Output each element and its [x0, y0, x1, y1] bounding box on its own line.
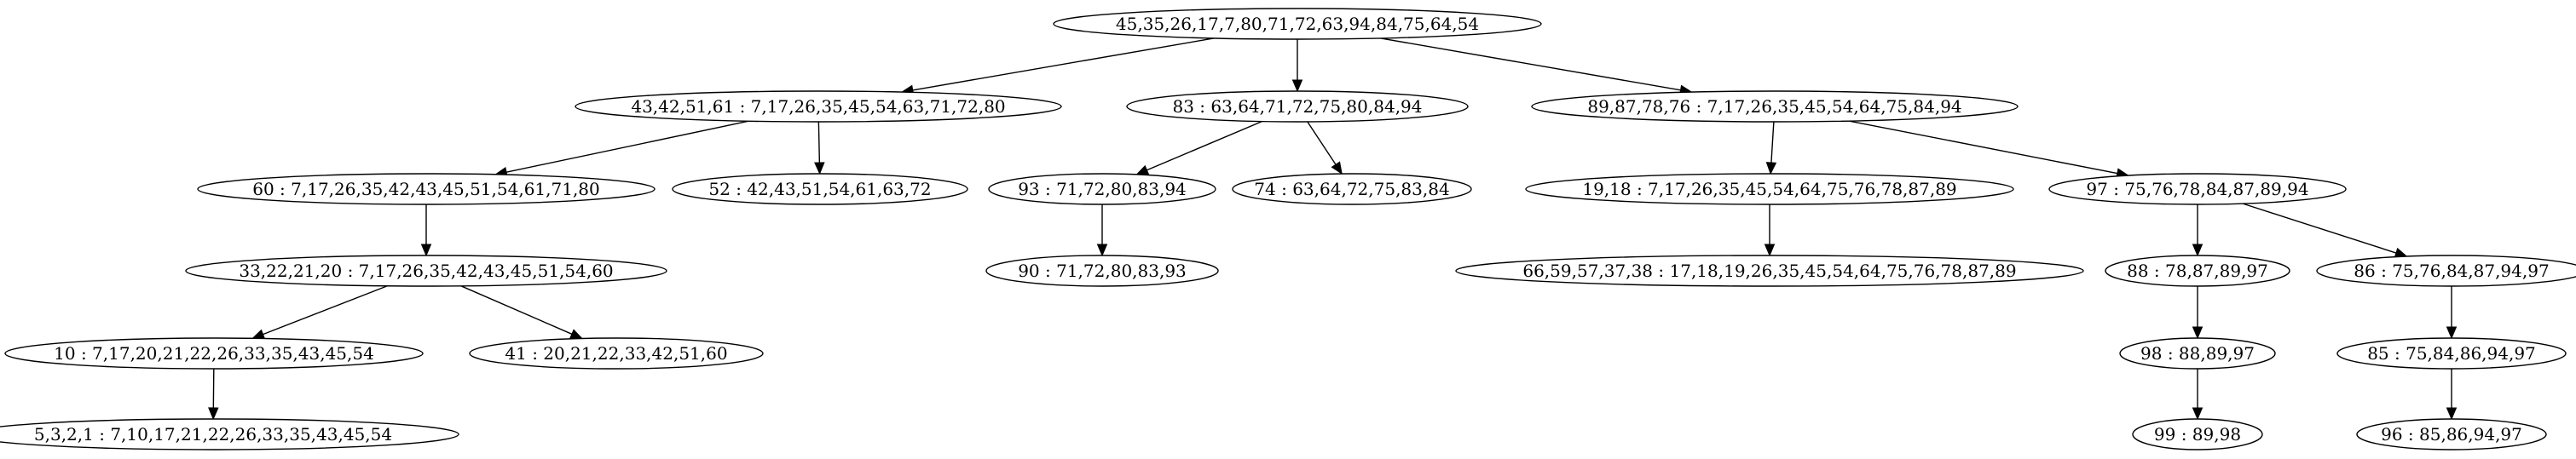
arrowhead-icon	[2192, 407, 2203, 421]
arrowhead-icon	[814, 162, 825, 175]
tree-node: 66,59,57,37,38 : 17,18,19,26,35,45,54,64…	[1455, 255, 2084, 287]
node-ellipse	[1455, 255, 2084, 287]
node-label: 99 : 89,98	[2154, 424, 2241, 445]
node-ellipse	[2132, 418, 2263, 450]
node-ellipse	[2105, 255, 2290, 287]
edge-n0-n1	[912, 37, 1215, 91]
node-ellipse	[985, 255, 1219, 287]
node-label: 19,18 : 7,17,26,35,45,54,64,75,76,78,87,…	[1582, 179, 1956, 199]
tree-node: 96 : 85,86,94,97	[2356, 418, 2547, 450]
edge-n10-n16	[460, 285, 573, 335]
nodes-layer: 45,35,26,17,7,80,71,72,63,94,84,75,64,54…	[0, 8, 2576, 450]
tree-node: 52 : 42,43,51,54,61,63,72	[672, 173, 968, 205]
tree-node: 19,18 : 7,17,26,35,45,54,64,75,76,78,87,…	[1525, 173, 2014, 205]
arrowhead-icon	[2446, 326, 2458, 340]
edge-n10-n15	[263, 285, 388, 336]
node-label: 98 : 88,89,97	[2140, 343, 2255, 364]
tree-node: 89,87,78,76 : 7,17,26,35,45,54,64,75,84,…	[1531, 90, 2019, 123]
edge-n9-n14	[2242, 203, 2397, 254]
node-ellipse	[185, 255, 667, 287]
node-label: 89,87,78,76 : 7,17,26,35,45,54,64,75,84,…	[1587, 96, 1961, 117]
tree-node: 99 : 89,98	[2132, 418, 2263, 450]
node-ellipse	[0, 418, 459, 450]
node-ellipse	[575, 90, 1062, 123]
tree-node: 74 : 63,64,72,75,83,84	[1232, 173, 1472, 205]
node-ellipse	[1525, 173, 2014, 205]
node-ellipse	[1053, 8, 1542, 40]
arrowhead-icon	[1291, 79, 1303, 93]
node-label: 83 : 63,64,71,72,75,80,84,94	[1173, 96, 1423, 117]
arrowhead-icon	[420, 244, 432, 257]
edge-n1-n5	[817, 121, 821, 164]
tree-node: 98 : 88,89,97	[2119, 337, 2276, 370]
node-ellipse	[672, 173, 968, 205]
arrowhead-icon	[1331, 161, 1343, 175]
node-ellipse	[2048, 173, 2347, 205]
arrowhead-icon	[1096, 244, 1108, 257]
arrowhead-icon	[1135, 164, 1150, 175]
node-label: 60 : 7,17,26,35,42,43,45,51,54,61,71,80	[252, 179, 600, 199]
arrowhead-icon	[251, 329, 266, 340]
node-ellipse	[1126, 90, 1469, 123]
node-ellipse	[2119, 337, 2276, 370]
node-label: 74 : 63,64,72,75,83,84	[1254, 179, 1449, 199]
node-label: 96 : 85,86,94,97	[2381, 424, 2522, 445]
tree-node: 41 : 20,21,22,33,42,51,60	[469, 337, 764, 370]
node-ellipse	[2336, 337, 2567, 370]
node-label: 85 : 75,84,86,94,97	[2367, 343, 2536, 364]
tree-node: 45,35,26,17,7,80,71,72,63,94,84,75,64,54	[1053, 8, 1542, 40]
node-label: 43,42,51,61 : 7,17,26,35,45,54,63,71,72,…	[631, 96, 1005, 117]
edges-layer	[208, 37, 2458, 421]
node-label: 10 : 7,17,20,21,22,26,33,35,43,45,54	[54, 343, 374, 364]
node-label: 90 : 71,72,80,83,93	[1018, 261, 1187, 281]
edge-n0-n3	[1380, 37, 1681, 91]
node-ellipse	[2316, 255, 2576, 287]
node-label: 97 : 75,76,78,84,87,89,94	[2086, 179, 2308, 199]
node-ellipse	[1232, 173, 1472, 205]
node-label: 33,22,21,20 : 7,17,26,35,42,43,45,51,54,…	[239, 261, 613, 281]
node-label: 41 : 20,21,22,33,42,51,60	[505, 343, 727, 364]
tree-node: 60 : 7,17,26,35,42,43,45,51,54,61,71,80	[197, 173, 656, 205]
node-label: 66,59,57,37,38 : 17,18,19,26,35,45,54,64…	[1522, 261, 2016, 281]
tree-node: 86 : 75,76,84,87,94,97	[2316, 255, 2576, 287]
tree-node: 83 : 63,64,71,72,75,80,84,94	[1126, 90, 1469, 123]
edge-n2-n6	[1146, 120, 1262, 171]
node-label: 45,35,26,17,7,80,71,72,63,94,84,75,64,54	[1116, 14, 1479, 34]
arrowhead-icon	[2446, 407, 2458, 421]
node-label: 88 : 78,87,89,97	[2127, 261, 2268, 281]
tree-node: 90 : 71,72,80,83,93	[985, 255, 1219, 287]
node-ellipse	[469, 337, 764, 370]
node-label: 5,3,2,1 : 7,10,17,21,22,26,33,35,43,45,5…	[34, 424, 392, 445]
tree-node: 93 : 71,72,80,83,94	[988, 173, 1216, 205]
arrowhead-icon	[2192, 326, 2203, 340]
tree-node: 10 : 7,17,20,21,22,26,33,35,43,45,54	[4, 337, 424, 370]
tree-node: 33,22,21,20 : 7,17,26,35,42,43,45,51,54,…	[185, 255, 667, 287]
node-ellipse	[2356, 418, 2547, 450]
arrowhead-icon	[208, 407, 219, 421]
tree-node: 5,3,2,1 : 7,10,17,21,22,26,33,35,43,45,5…	[0, 418, 459, 450]
arrowhead-icon	[2192, 244, 2203, 257]
node-label: 86 : 75,76,84,87,94,97	[2354, 261, 2549, 281]
tree-node: 85 : 75,84,86,94,97	[2336, 337, 2567, 370]
node-ellipse	[197, 173, 656, 205]
node-ellipse	[1531, 90, 2019, 123]
node-label: 52 : 42,43,51,54,61,63,72	[708, 179, 931, 199]
arrowhead-icon	[1765, 162, 1777, 175]
node-ellipse	[988, 173, 1216, 205]
tree-node: 88 : 78,87,89,97	[2105, 255, 2290, 287]
edge-n3-n9	[1849, 120, 2118, 175]
tree-node: 97 : 75,76,78,84,87,89,94	[2048, 173, 2347, 205]
tree-node: 43,42,51,61 : 7,17,26,35,45,54,63,71,72,…	[575, 90, 1062, 123]
edge-n2-n7	[1307, 121, 1337, 165]
arrowhead-icon	[1764, 244, 1776, 257]
node-label: 93 : 71,72,80,83,94	[1018, 179, 1187, 199]
arrowhead-icon	[569, 329, 583, 340]
edge-n1-n4	[505, 120, 749, 173]
node-ellipse	[4, 337, 424, 370]
edge-n3-n8	[1770, 121, 1775, 164]
